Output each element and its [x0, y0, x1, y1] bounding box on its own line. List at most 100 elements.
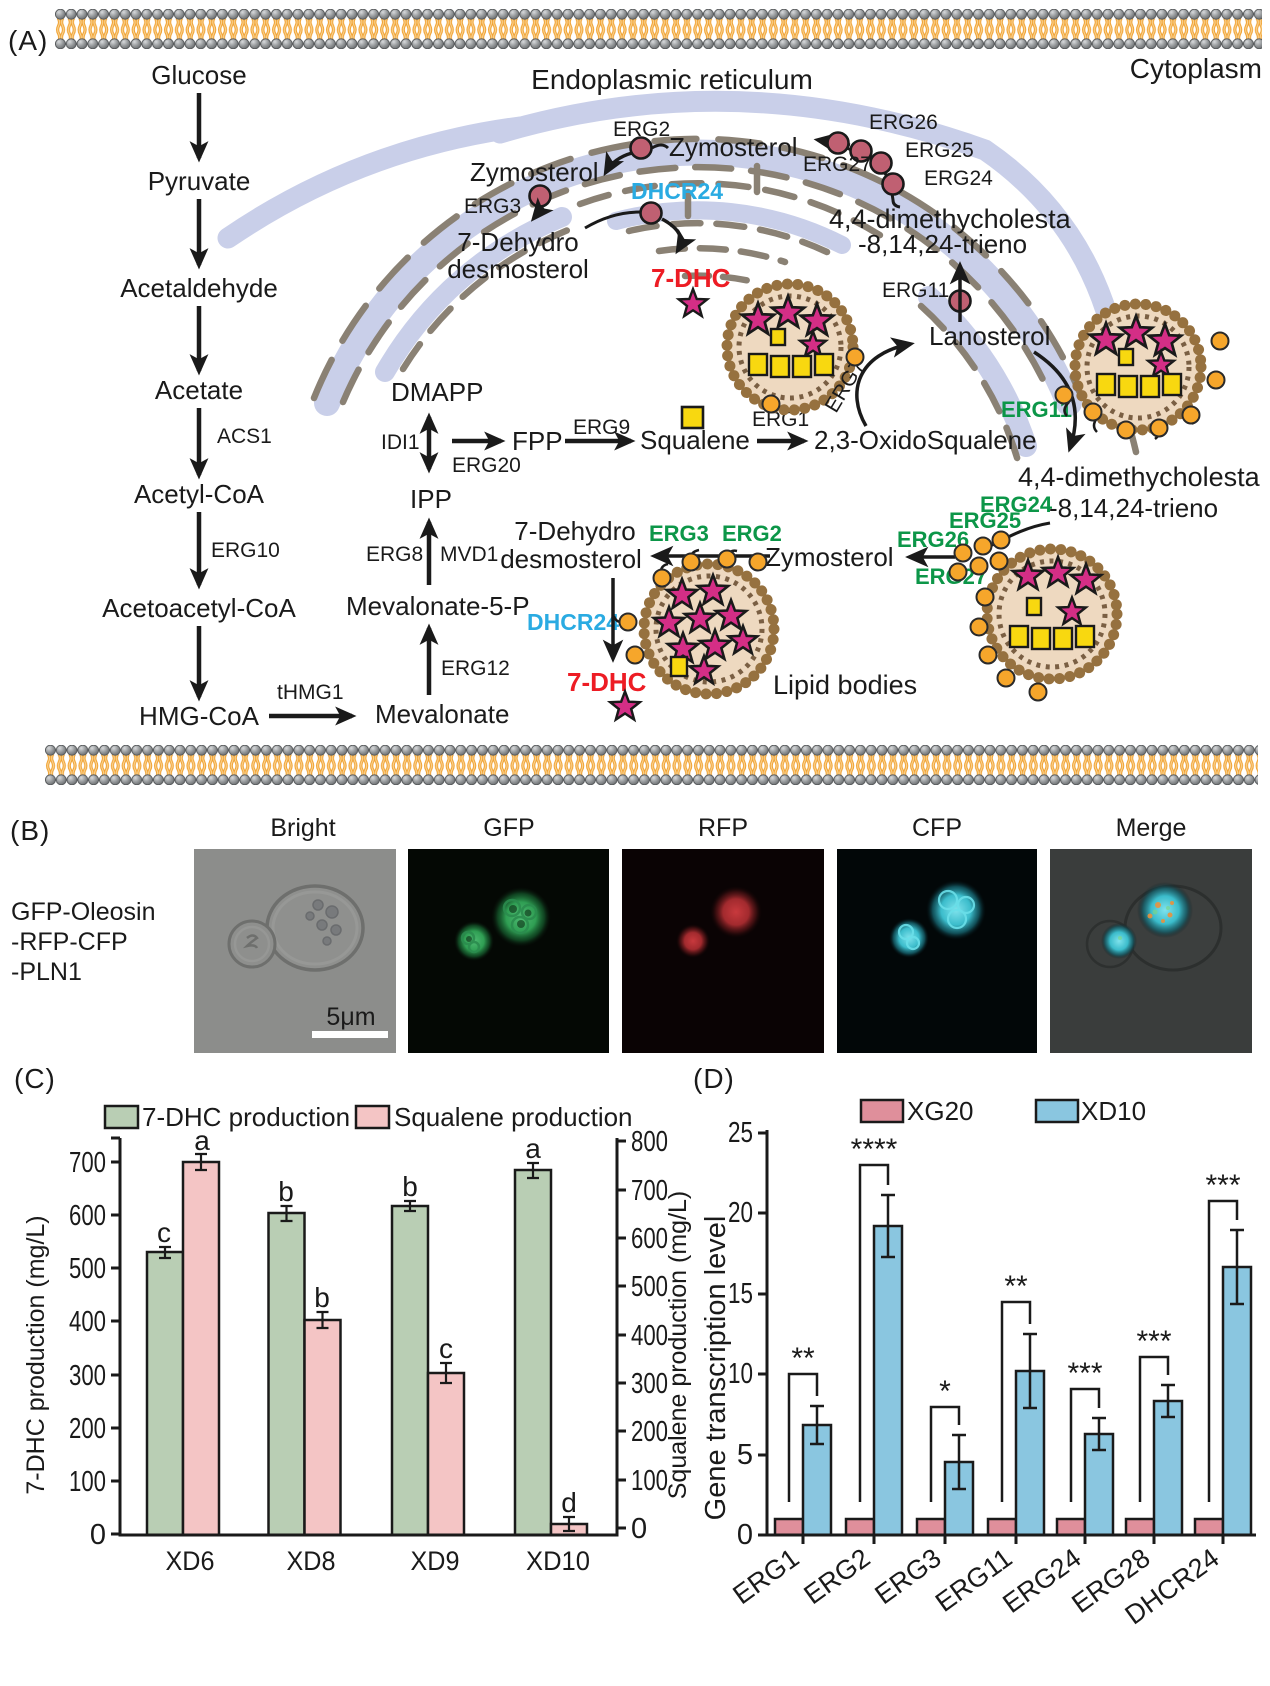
svg-text:300: 300 — [69, 1360, 106, 1392]
svg-text:20: 20 — [728, 1197, 753, 1229]
svg-text:4,4-dimethycholesta: 4,4-dimethycholesta — [829, 204, 1072, 234]
svg-text:Zymosterol: Zymosterol — [765, 542, 894, 572]
svg-text:25: 25 — [728, 1117, 753, 1149]
svg-text:7-DHC production (mg/L): 7-DHC production (mg/L) — [22, 1215, 50, 1494]
svg-text:400: 400 — [69, 1306, 106, 1338]
svg-text:ERG8: ERG8 — [366, 543, 423, 566]
svg-text:XG20: XG20 — [907, 1096, 974, 1126]
svg-text:300: 300 — [631, 1368, 668, 1400]
svg-text:ERG24: ERG24 — [997, 1543, 1086, 1619]
svg-text:2,3-OxidoSqualene: 2,3-OxidoSqualene — [814, 425, 1037, 455]
svg-text:ACS1: ACS1 — [217, 425, 272, 448]
svg-text:200: 200 — [631, 1416, 668, 1448]
svg-text:Zymosterol: Zymosterol — [470, 157, 599, 187]
svg-text:Acetoacetyl-CoA: Acetoacetyl-CoA — [102, 593, 296, 623]
svg-text:400: 400 — [631, 1320, 668, 1352]
svg-text:GFP-Oleosin: GFP-Oleosin — [11, 898, 155, 926]
svg-text:7-DHC: 7-DHC — [567, 667, 647, 697]
svg-text:desmosterol: desmosterol — [447, 254, 589, 284]
svg-text:b: b — [278, 1176, 294, 1207]
svg-text:ERG2: ERG2 — [722, 521, 782, 546]
svg-text:ERG25: ERG25 — [949, 508, 1021, 533]
svg-text:(C): (C) — [14, 1063, 56, 1094]
svg-text:a: a — [194, 1125, 210, 1156]
svg-text:ERG1: ERG1 — [727, 1543, 804, 1610]
svg-text:Acetate: Acetate — [155, 375, 243, 405]
svg-text:Lipid bodies: Lipid bodies — [773, 670, 917, 700]
svg-text:c: c — [157, 1217, 171, 1248]
svg-text:5: 5 — [737, 1439, 753, 1471]
svg-text:700: 700 — [69, 1147, 106, 1179]
svg-text:ERG26: ERG26 — [869, 111, 938, 134]
svg-text:100: 100 — [69, 1466, 106, 1498]
svg-text:b: b — [402, 1171, 418, 1202]
svg-text:c: c — [439, 1333, 453, 1364]
svg-text:(B): (B) — [10, 815, 50, 846]
svg-text:0: 0 — [90, 1519, 106, 1551]
svg-text:-PLN1: -PLN1 — [11, 958, 82, 986]
svg-text:Zymosterol: Zymosterol — [669, 132, 798, 162]
svg-text:ERG3: ERG3 — [464, 195, 521, 218]
svg-text:100: 100 — [631, 1465, 668, 1497]
svg-text:Acetyl-CoA: Acetyl-CoA — [134, 479, 265, 509]
svg-text:XD10: XD10 — [1081, 1096, 1146, 1126]
svg-text:ERG11: ERG11 — [882, 279, 949, 302]
svg-text:800: 800 — [631, 1126, 668, 1158]
svg-text:CFP: CFP — [912, 814, 962, 842]
svg-text:FPP: FPP — [512, 426, 563, 456]
svg-text:****: **** — [851, 1133, 898, 1166]
svg-text:500: 500 — [631, 1271, 668, 1303]
svg-text:Mevalonate: Mevalonate — [375, 699, 509, 729]
svg-text:500: 500 — [69, 1253, 106, 1285]
svg-text:ERG25: ERG25 — [905, 139, 974, 162]
svg-text:ERG10: ERG10 — [211, 539, 280, 562]
svg-text:HMG-CoA: HMG-CoA — [139, 701, 260, 731]
svg-text:d: d — [561, 1487, 577, 1518]
svg-text:DHCR24: DHCR24 — [527, 609, 619, 635]
svg-text:XD8: XD8 — [287, 1546, 336, 1576]
svg-text:Squalene production: Squalene production — [394, 1102, 633, 1132]
svg-text:IPP: IPP — [410, 484, 452, 514]
svg-text:ERG2: ERG2 — [613, 118, 670, 141]
svg-text:DHCR24: DHCR24 — [631, 178, 723, 204]
svg-text:ERG11: ERG11 — [930, 1543, 1018, 1618]
svg-text:Squalene production (mg/L): Squalene production (mg/L) — [664, 1191, 692, 1500]
svg-text:Acetaldehyde: Acetaldehyde — [120, 273, 278, 303]
svg-text:ERG2: ERG2 — [798, 1543, 875, 1610]
svg-text:XD6: XD6 — [166, 1546, 215, 1576]
svg-text:Endoplasmic reticulum: Endoplasmic reticulum — [531, 64, 813, 95]
svg-text:4,4-dimethycholesta: 4,4-dimethycholesta — [1018, 462, 1261, 492]
svg-text:ERG3: ERG3 — [649, 521, 709, 546]
svg-text:*: * — [939, 1375, 951, 1408]
svg-text:7-DHC production: 7-DHC production — [142, 1102, 350, 1132]
svg-text:600: 600 — [631, 1223, 668, 1255]
svg-text:GFP: GFP — [483, 814, 534, 842]
svg-text:ERG12: ERG12 — [441, 657, 510, 680]
svg-text:-RFP-CFP: -RFP-CFP — [11, 928, 128, 956]
svg-text:**: ** — [791, 1342, 815, 1375]
svg-text:RFP: RFP — [698, 814, 748, 842]
svg-text:0: 0 — [631, 1513, 647, 1545]
svg-text:5μm: 5μm — [326, 1003, 375, 1031]
svg-text:ERG24: ERG24 — [980, 492, 1053, 517]
svg-text:(A): (A) — [8, 25, 48, 56]
svg-text:XD10: XD10 — [526, 1546, 590, 1576]
svg-text:***: *** — [1067, 1357, 1102, 1390]
svg-text:***: *** — [1136, 1325, 1171, 1358]
svg-text:desmosterol: desmosterol — [500, 544, 642, 574]
svg-text:7-Dehydro: 7-Dehydro — [514, 516, 635, 546]
svg-text:7-DHC: 7-DHC — [651, 263, 731, 293]
svg-text:MVD1: MVD1 — [440, 543, 498, 566]
svg-text:Squalene: Squalene — [640, 425, 750, 455]
svg-text:10: 10 — [728, 1358, 753, 1390]
svg-text:***: *** — [1205, 1169, 1240, 1202]
svg-text:(D): (D) — [693, 1063, 735, 1094]
svg-text:Pyruvate: Pyruvate — [148, 166, 251, 196]
svg-text:**: ** — [1004, 1270, 1028, 1303]
svg-text:Gene transcription level: Gene transcription level — [700, 1216, 732, 1521]
svg-text:7-Dehydro: 7-Dehydro — [457, 227, 578, 257]
svg-text:200: 200 — [69, 1413, 106, 1445]
svg-text:15: 15 — [728, 1278, 753, 1310]
svg-text:Mevalonate-5-P: Mevalonate-5-P — [346, 591, 530, 621]
svg-text:tHMG1: tHMG1 — [277, 681, 344, 704]
